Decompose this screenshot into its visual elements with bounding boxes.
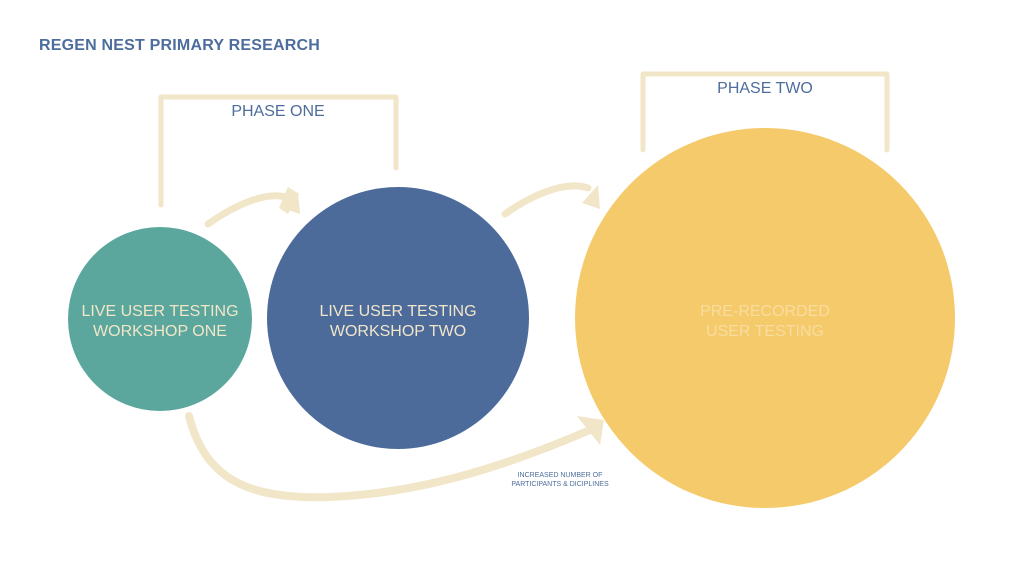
stage-three-line2: USER TESTING [706,323,824,340]
stage-one-line1: LIVE USER TESTING [81,303,239,320]
phase-two-bracket [640,71,890,153]
phase-one-bracket [158,94,399,208]
phase-two-label: PHASE TWO [717,80,813,97]
phase-one-label: PHASE ONE [231,103,325,120]
stage-one-circle [68,227,252,411]
stage-two-label: LIVE USER TESTING WORKSHOP TWO [298,302,498,342]
stage-three-label: PRE-RECORDED USER TESTING [665,302,865,342]
stage-two-line2: WORKSHOP TWO [329,323,467,340]
stage-two-line1: LIVE USER TESTING [319,303,477,320]
participants-note: INCREASED NUMBER OF PARTICIPANTS & DICIP… [490,471,630,489]
arrow-two-to-three-icon [501,182,600,218]
note-line1: INCREASED NUMBER OF [517,472,603,479]
stage-three-line1: PRE-RECORDED [700,303,830,320]
page-title: REGEN NEST PRIMARY RESEARCH [39,37,320,54]
stage-three-circle [575,128,955,508]
stage-two-circle [267,187,529,449]
stage-one-label: LIVE USER TESTING WORKSHOP ONE [68,302,252,342]
arrow-one-to-two-icon [204,187,300,228]
stage-one-line2: WORKSHOP ONE [93,323,227,340]
note-line2: PARTICIPANTS & DICIPLINES [511,481,609,488]
arrow-one-to-three-icon [185,412,604,502]
